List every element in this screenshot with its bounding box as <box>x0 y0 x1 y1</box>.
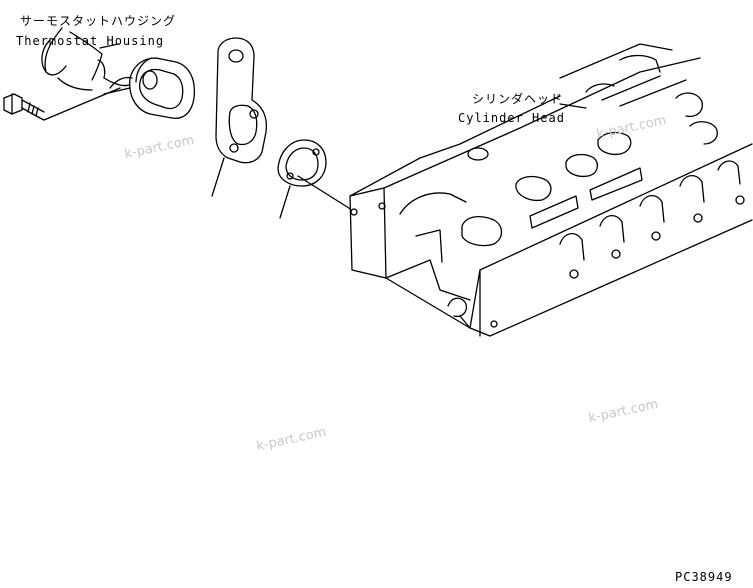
thermostat-housing-label-jp: サーモスタットハウジング <box>20 14 177 28</box>
cylinder-head-label-jp: シリンダヘッド <box>472 92 564 106</box>
mounting-plate <box>211 37 268 197</box>
gasket <box>277 139 353 219</box>
cylinder-head-label-en: Cylinder Head <box>458 111 565 125</box>
bolt <box>3 87 121 121</box>
part-code-label: PC38949 <box>675 570 733 584</box>
thermostat-flange <box>103 57 196 119</box>
cylinder-head-block <box>349 43 753 337</box>
leader-lines <box>99 43 587 109</box>
thermostat-housing <box>41 27 133 91</box>
thermostat-housing-label-en: Thermostat Housing <box>16 34 165 48</box>
